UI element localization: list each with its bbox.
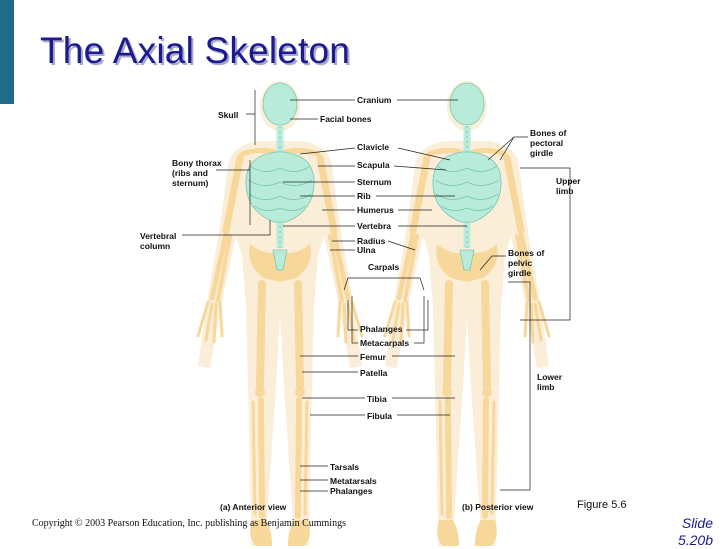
label-clavicle: Clavicle [357,142,389,152]
label-scapula: Scapula [357,160,390,170]
slide-title: The Axial Skeleton [40,30,351,71]
label-patella: Patella [360,368,388,378]
leader-bony-thorax [216,160,251,225]
label-upper-2: limb [556,186,573,196]
label-pelvic-3: girdle [508,268,531,278]
label-radius: Radius [357,236,386,246]
label-rib: Rib [357,191,371,201]
accent-bar [0,0,14,104]
label-bony-thorax-3: sternum) [172,178,209,188]
leader-carpals [343,277,425,291]
label-vertebral-2: column [140,241,170,251]
caption-anterior: (a) Anterior view [220,502,287,512]
leader-phalanges [347,300,429,331]
leader-clavicle [299,147,451,161]
label-facial-bones: Facial bones [320,114,372,124]
label-metacarpals: Metacarpals [360,338,409,348]
bracket-upper-limb [520,167,571,321]
label-ulna: Ulna [357,245,376,255]
label-pelvic-2: pelvic [508,258,532,268]
label-pelvic-1: Bones of [508,248,545,258]
label-vertebra: Vertebra [357,221,391,231]
label-skull: Skull [218,110,238,120]
label-phalanges-foot: Phalanges [330,486,373,496]
leader-radius [332,240,416,251]
label-pectoral-2: pectoral [530,138,563,148]
label-sternum: Sternum [357,177,392,187]
label-bony-thorax-2: (ribs and [172,168,208,178]
leader-scapula [318,165,447,171]
label-carpals: Carpals [368,262,399,272]
label-bony-thorax-1: Bony thorax [172,158,222,168]
leader-metacarpals [351,296,425,344]
label-humerus: Humerus [357,205,394,215]
leader-pectoral [487,136,528,161]
label-vertebral-1: Vertebral [140,231,176,241]
label-lower-1: Lower [537,372,563,382]
figure-reference: Figure 5.6 [577,499,627,511]
label-fibula: Fibula [367,411,392,421]
slide-number-line1: Slide [681,515,713,531]
label-phalanges: Phalanges [360,324,403,334]
bracket-lower-limb [500,281,531,491]
label-lower-2: limb [537,382,554,392]
copyright-notice: Copyright © 2003 Pearson Education, Inc.… [32,518,346,529]
label-pectoral-3: girdle [530,148,553,158]
leader-skull [246,90,256,145]
leader-pelvic [479,255,506,271]
label-cranium: Cranium [357,95,392,105]
leader-vertebral [182,220,271,236]
label-metatarsals: Metatarsals [330,476,377,486]
label-pectoral-1: Bones of [530,128,567,138]
label-tarsals: Tarsals [330,462,359,472]
label-tibia: Tibia [367,394,387,404]
slide-number-line2: 5.20b [677,532,713,548]
caption-posterior: (b) Posterior view [462,502,534,512]
label-upper-1: Upper [556,176,581,186]
label-femur: Femur [360,352,387,362]
